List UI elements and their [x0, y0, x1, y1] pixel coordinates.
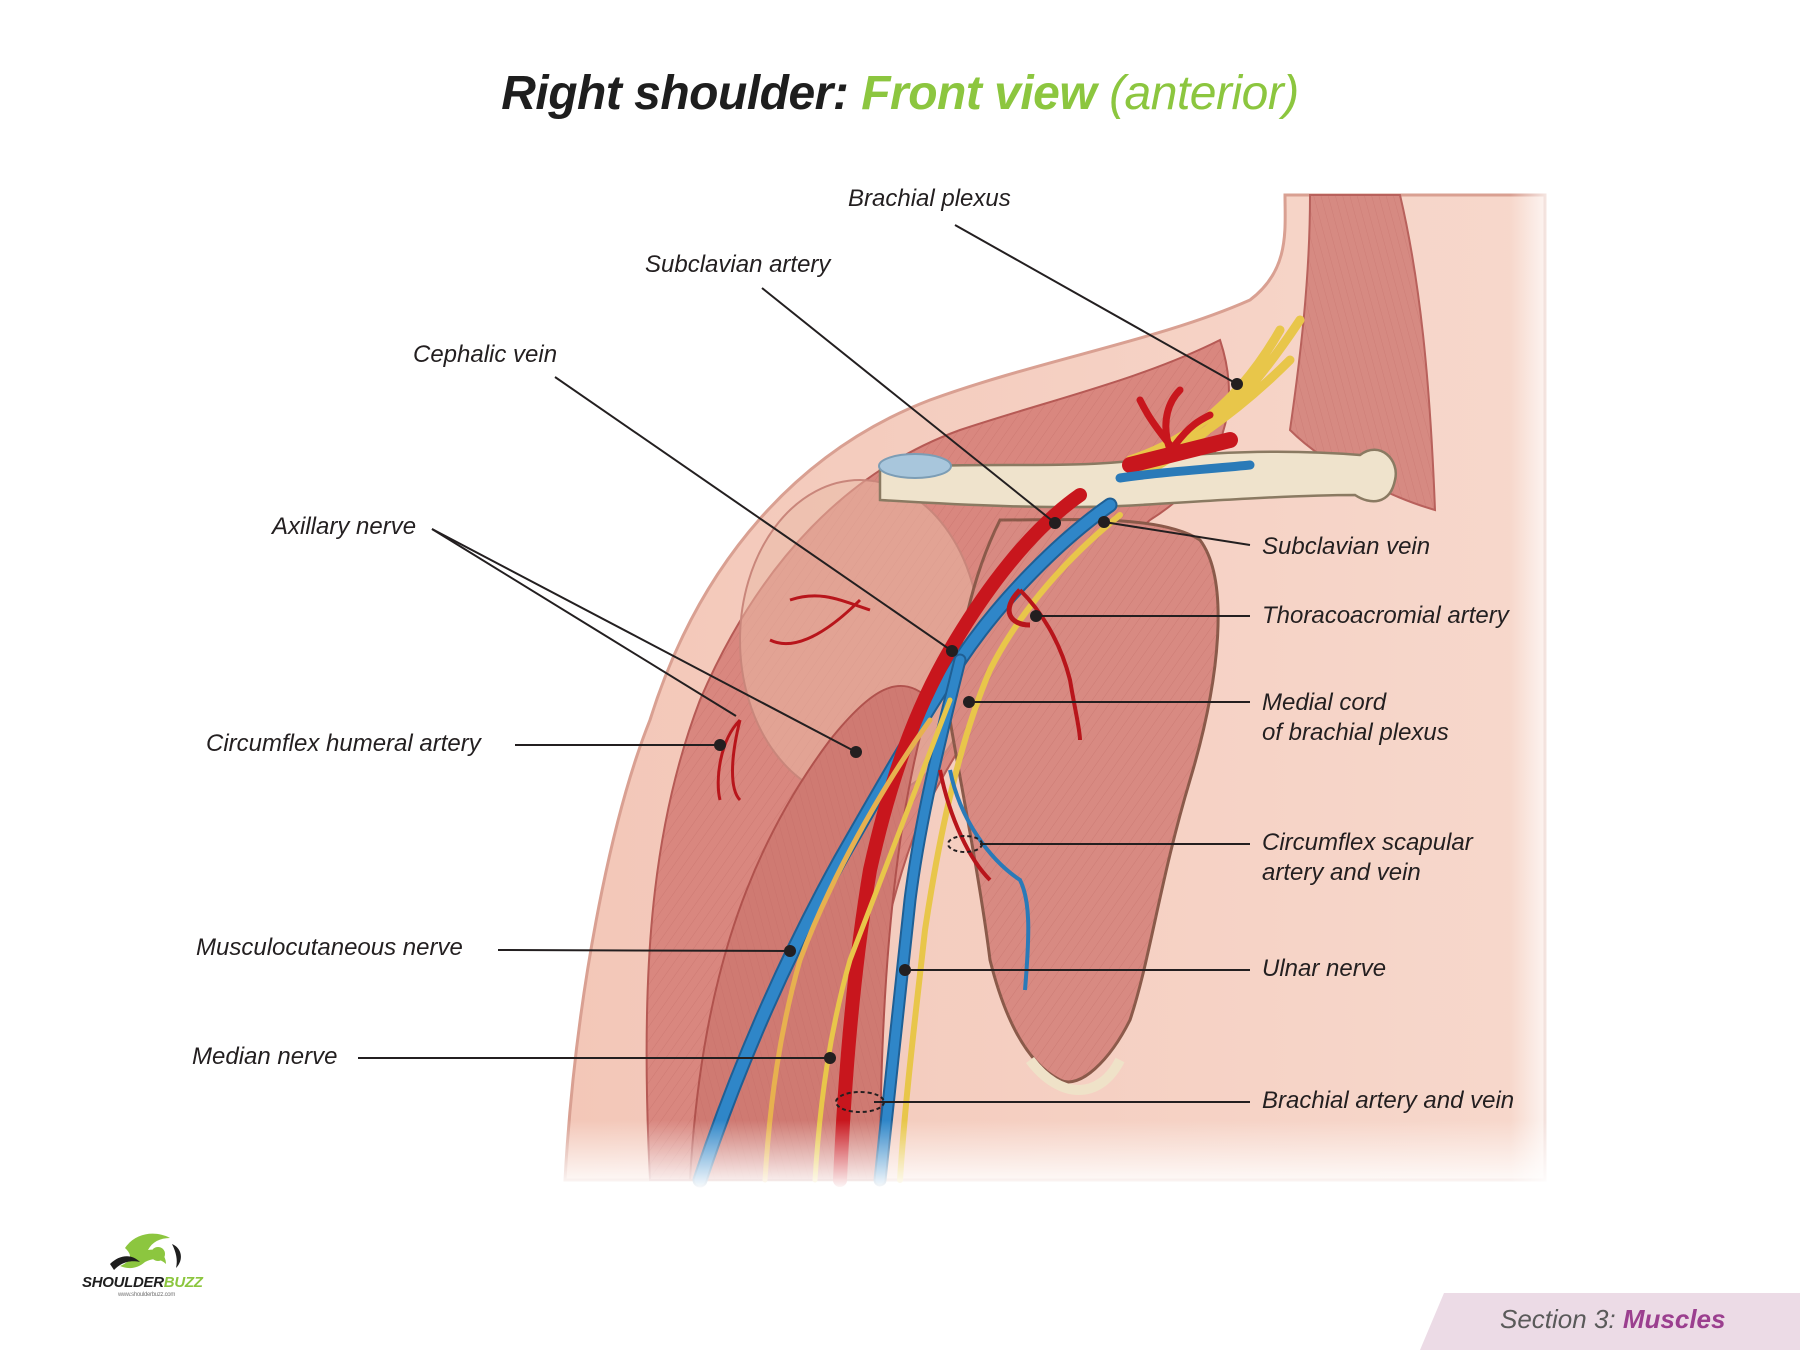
- label-thoracoacromial-artery: Thoracoacromial artery: [1262, 602, 1509, 629]
- title-sub: (anterior): [1109, 67, 1299, 120]
- label-medial-cord-line2: of brachial plexus: [1262, 719, 1449, 746]
- logo-brand-part2: BUZZ: [163, 1274, 203, 1291]
- leader-dots: [714, 378, 1243, 1064]
- label-cephalic-vein: Cephalic vein: [413, 341, 558, 368]
- title-view: Front view: [861, 67, 1097, 120]
- circumflex-scapular-vessels: [948, 769, 1031, 991]
- logo-brand-part1: SHOULDER: [82, 1274, 164, 1291]
- artery-branches-neck: [1136, 386, 1214, 454]
- title-main: Right shoulder: [501, 67, 833, 120]
- label-brachial-plexus: Brachial plexus: [848, 185, 1011, 212]
- subclavian-vein-neck: [1115, 460, 1255, 483]
- median-nerve-vessel: [812, 697, 953, 1183]
- brachial-vessels-marker: [835, 1091, 885, 1113]
- label-medial-cord: Medial cord of brachial plexus: [1262, 688, 1449, 748]
- label-circumflex-humeral-artery: Circumflex humeral artery: [206, 730, 481, 757]
- section-prefix: Section 3:: [1500, 1304, 1616, 1334]
- circumflex-humeral-vessels: [716, 594, 871, 802]
- label-medial-cord-line1: Medial cord: [1262, 689, 1387, 716]
- thoracoacromial-artery-vessel: [1018, 588, 1082, 741]
- section-name: Muscles: [1622, 1304, 1726, 1334]
- subclavian-artery-vessel: [1122, 432, 1238, 473]
- acromion: [878, 453, 952, 479]
- circumflex-scapular-marker: [947, 835, 983, 853]
- musculocutaneous-nerve-vessel: [762, 717, 933, 1183]
- label-axillary-nerve: Axillary nerve: [272, 513, 417, 540]
- label-circumflex-scapular: Circumflex scapular artery and vein: [1262, 828, 1473, 888]
- label-circumflex-scapular-line1: Circumflex scapular: [1262, 829, 1473, 856]
- label-musculocutaneous-nerve: Musculocutaneous nerve: [196, 934, 463, 961]
- label-median-nerve: Median nerve: [192, 1043, 338, 1070]
- label-brachial-artery-vein: Brachial artery and vein: [1262, 1087, 1515, 1114]
- shoulderbuzz-logo: [110, 1233, 181, 1270]
- nerve-trunk: [897, 512, 1123, 1183]
- page-title: Right shoulder: Front view (anterior): [0, 66, 1800, 121]
- label-ulnar-nerve: Ulnar nerve: [1262, 955, 1387, 982]
- label-subclavian-vein: Subclavian vein: [1262, 533, 1431, 560]
- section-tag: Section 3: Muscles: [1420, 1293, 1800, 1350]
- leader-lines: [358, 224, 1251, 1103]
- logo-url: www.shoulderbuzz.com: [118, 1292, 176, 1298]
- title-colon: :: [832, 67, 849, 120]
- label-subclavian-artery: Subclavian artery: [645, 251, 831, 278]
- label-circumflex-scapular-line2: artery and vein: [1262, 859, 1421, 886]
- pectoral-edge: [1026, 1056, 1125, 1095]
